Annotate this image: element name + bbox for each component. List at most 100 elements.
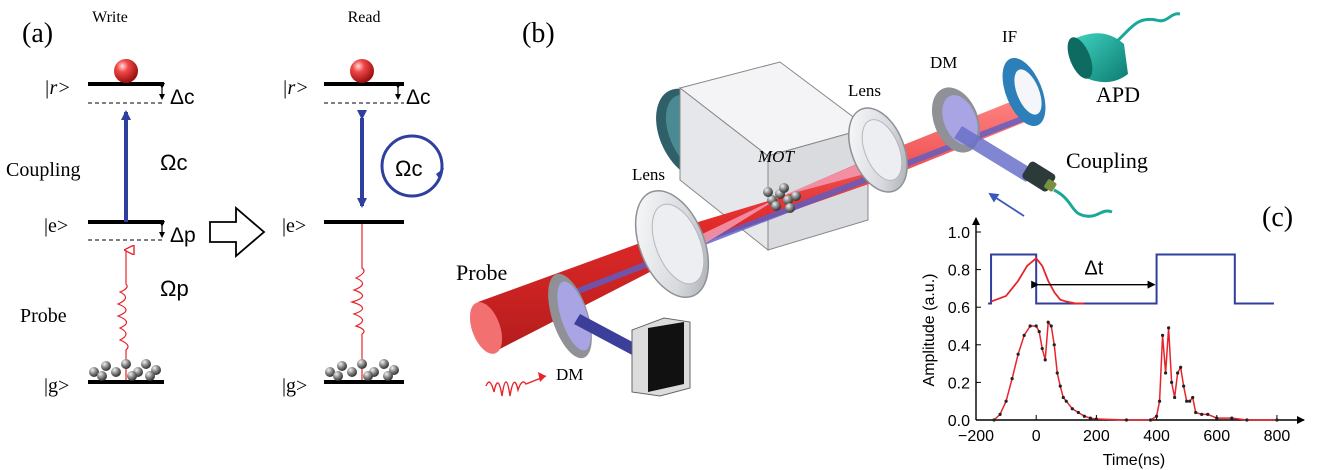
- interference-filter-icon: [1002, 57, 1046, 127]
- signal-point: [1230, 416, 1234, 420]
- signal-point: [998, 412, 1002, 416]
- write-delta-p: Δp: [170, 224, 196, 247]
- signal-point: [1182, 384, 1186, 388]
- read-circle-icon: [380, 134, 444, 198]
- signal-point: [1188, 399, 1192, 403]
- probe-pulse-line: [990, 257, 1085, 305]
- read-circle-arrowhead-icon: [436, 168, 444, 180]
- x-tick-label: 600: [1203, 428, 1230, 445]
- probe-beam-end: [469, 302, 503, 354]
- read-omega-c: Ωc: [395, 156, 422, 181]
- signal-point: [1034, 324, 1038, 328]
- signal-point: [1148, 418, 1153, 422]
- signal-line: [993, 320, 1277, 421]
- probe-label: Probe: [20, 305, 67, 327]
- apd-label: APD: [1096, 82, 1140, 107]
- signal-point: [1167, 326, 1171, 330]
- signal-point: [1164, 371, 1168, 375]
- signal-point: [992, 418, 996, 422]
- mot-atom-cloud-icon: [763, 183, 801, 213]
- x-axis-label: Time(ns): [1103, 452, 1166, 469]
- delta-t-label: Δt: [1084, 258, 1103, 280]
- y-tick-label: 0.0: [948, 413, 970, 430]
- panel-b: (b) MOT Lens: [456, 12, 1181, 397]
- focus-beam-right: [782, 158, 872, 196]
- x-tick-label: 800: [1264, 428, 1291, 445]
- signal-point: [1022, 333, 1026, 337]
- y-tick-label: 0.8: [948, 263, 970, 280]
- dm-top-label: DM: [930, 53, 957, 72]
- signal-point: [1004, 399, 1008, 403]
- signal-point: [1040, 346, 1044, 351]
- signal-point: [1016, 352, 1020, 356]
- panel-c-label: (c): [1262, 202, 1293, 233]
- coupling-collimator-icon: [1022, 161, 1057, 192]
- write-title: Write: [92, 9, 128, 26]
- lens-left-icon: [634, 189, 710, 299]
- panel-a-label: (a): [22, 18, 53, 49]
- read-emission-wave: [349, 224, 365, 380]
- write-level-e: |e>: [44, 215, 68, 237]
- input-photon-wave-icon: [485, 375, 547, 397]
- write-omega-p: Ωp: [160, 276, 189, 301]
- signal-point: [1206, 412, 1210, 416]
- signal-point: [1245, 418, 1249, 422]
- panel-a: (a) Write Read |r> |e> |g> Δc Δp Ωc Coup…: [6, 9, 444, 397]
- read-level-e: |e>: [282, 215, 306, 237]
- y-tick-label: 0.6: [948, 300, 970, 317]
- signal-point: [1179, 365, 1183, 369]
- signal-point: [1170, 380, 1174, 384]
- signal-point: [1037, 330, 1041, 334]
- signal-point: [1010, 377, 1014, 381]
- write-probe-wave: [116, 250, 128, 380]
- x-tick-label: 400: [1143, 428, 1170, 445]
- y-tick-label: 0.4: [948, 338, 970, 355]
- signal-point: [1046, 320, 1050, 324]
- beam-dump-icon: [631, 317, 691, 397]
- signal-point: [1194, 410, 1198, 415]
- write-level-g: |g>: [44, 375, 69, 397]
- read-delta-c: Δc: [406, 86, 431, 109]
- signal-point: [1070, 407, 1074, 411]
- coupling-fiber-icon: [1053, 188, 1113, 218]
- signal-point: [1185, 399, 1189, 403]
- signal-point: [1052, 343, 1056, 347]
- write-to-read-arrow-icon: [209, 206, 266, 258]
- dm-bottom-label: DM: [556, 365, 583, 384]
- focus-beam-left: [698, 196, 782, 248]
- signal-point: [1215, 416, 1219, 420]
- read-level-r: |r>: [282, 77, 309, 99]
- x-tick-label: −200: [958, 428, 994, 445]
- read-rydberg-atom-icon: [350, 59, 374, 83]
- signal-point: [1173, 395, 1177, 400]
- if-label: IF: [1002, 27, 1017, 46]
- coupling-label-b: Coupling: [1066, 148, 1148, 173]
- x-tick-label: 200: [1083, 428, 1110, 445]
- signal-point: [1200, 412, 1204, 416]
- coupling-pulse-line: [988, 253, 1274, 305]
- x-tick-label: 0: [1032, 428, 1041, 445]
- write-level-r: |r>: [44, 77, 71, 99]
- coupling-label: Coupling: [6, 159, 80, 181]
- y-tick-label: 1.0: [948, 225, 970, 242]
- signal-point: [1154, 414, 1159, 418]
- y-axis-label: Amplitude (a.u.): [921, 274, 938, 387]
- signal-point: [1055, 371, 1059, 375]
- coupling-beam-dump-path: [574, 314, 640, 356]
- signal-point: [1088, 416, 1092, 420]
- write-rydberg-atom-icon: [114, 59, 138, 83]
- y-tick-label: 0.2: [948, 375, 970, 392]
- dichroic-mirror-bottom-icon: [548, 273, 592, 359]
- input-photon-arrowhead-icon: [538, 372, 546, 382]
- write-omega-c: Ωc: [160, 150, 187, 175]
- signal-point: [1043, 358, 1047, 362]
- mot-label: MOT: [757, 147, 795, 166]
- coupling-direction-arrow: [988, 192, 1025, 217]
- write-ground-atoms-icon: [89, 359, 161, 381]
- signal-point: [1049, 324, 1053, 328]
- signal-point: [1058, 384, 1062, 388]
- lens-right-icon: [848, 107, 908, 193]
- signal-point: [1076, 410, 1080, 415]
- amplitude-chart: −200 0 200 400 600 800 0.0 0.2 0.4 0.6 0.8 1.0Time(…: [921, 217, 1305, 469]
